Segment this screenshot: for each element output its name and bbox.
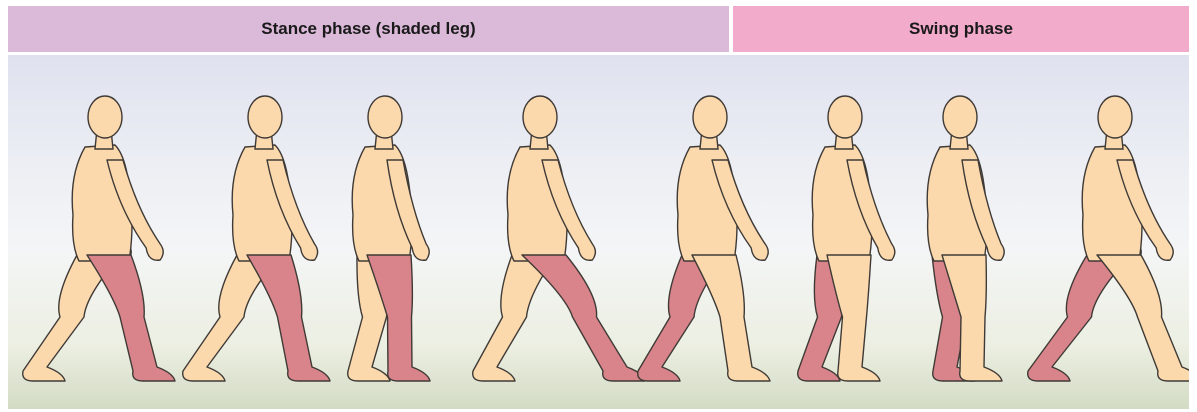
swing-phase-label: Swing phase	[909, 19, 1013, 39]
shaded-leg	[87, 255, 175, 381]
leg	[692, 255, 770, 381]
head	[943, 96, 977, 138]
figure-panel	[8, 55, 1189, 409]
head	[523, 96, 557, 138]
head	[248, 96, 282, 138]
head	[828, 96, 862, 138]
walking-figure	[1028, 96, 1189, 381]
walking-figures	[8, 55, 1189, 409]
head	[693, 96, 727, 138]
walking-figure	[473, 96, 645, 381]
swing-phase-header: Swing phase	[733, 6, 1189, 52]
head	[368, 96, 402, 138]
shaded-leg	[247, 255, 330, 381]
walking-figure	[638, 96, 770, 381]
walking-figure	[183, 96, 330, 381]
walking-figure	[798, 96, 895, 381]
head	[1098, 96, 1132, 138]
walking-figure	[348, 96, 430, 381]
stance-phase-label: Stance phase (shaded leg)	[261, 19, 475, 39]
shaded-leg	[522, 255, 645, 381]
head	[88, 96, 122, 138]
walking-figure	[927, 96, 1004, 381]
stance-phase-header: Stance phase (shaded leg)	[8, 6, 729, 52]
walking-figure	[23, 96, 175, 381]
